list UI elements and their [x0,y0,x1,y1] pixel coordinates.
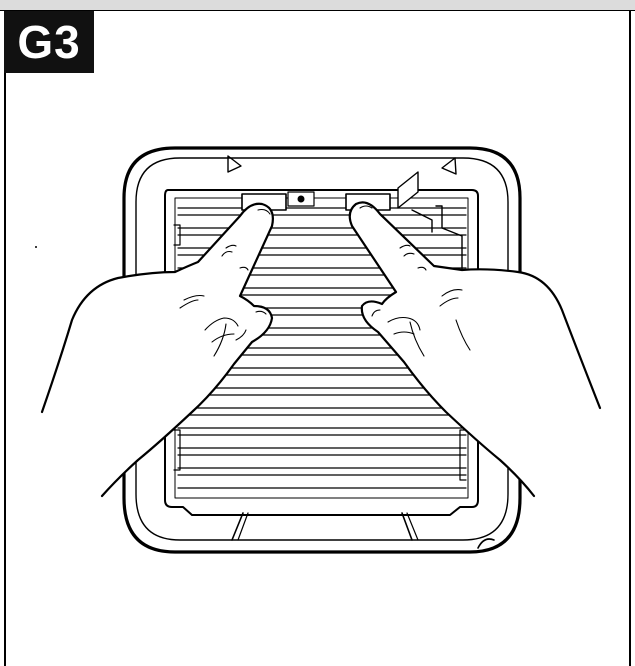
center-indicator-dot [287,191,315,207]
alignment-marker-right [441,157,457,175]
right-hand-details [359,205,471,357]
top-bar [0,0,635,11]
left-hand [40,202,274,498]
step-label: G3 [4,11,94,73]
right-hand [348,201,602,498]
stray-mark [35,246,37,248]
mounting-clip [397,171,463,273]
housing-outline [122,146,522,554]
left-hand-details [179,208,271,357]
page-frame [4,11,631,666]
alignment-marker-left [227,155,242,173]
